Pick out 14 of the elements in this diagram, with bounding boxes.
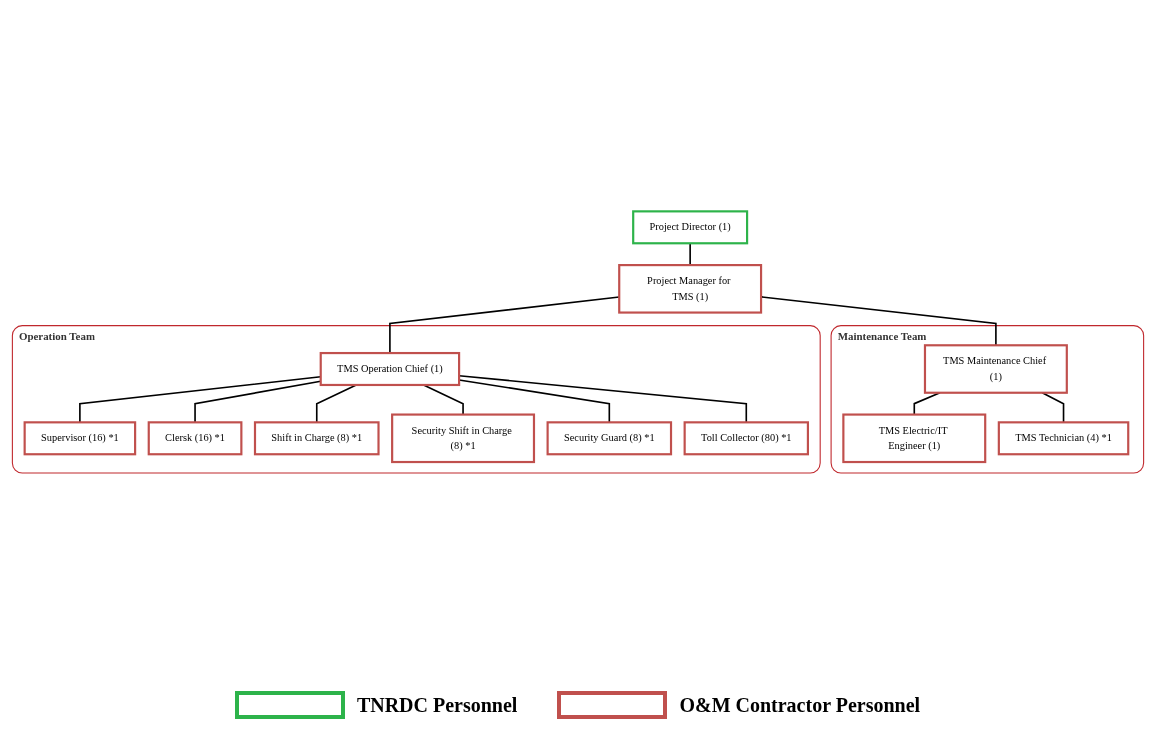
node-box: Clersk (16) *1 (147, 421, 242, 456)
legend-label: O&M Contractor Personnel (679, 693, 921, 717)
node-box: Toll Collector (80) *1 (683, 421, 809, 456)
node-box: Security Guard (8) *1 (546, 421, 672, 456)
node-box: Shift in Charge (8) *1 (253, 421, 380, 456)
node-box: TMS Electric/IT Engineer (1) (841, 413, 986, 464)
node-box: TMS Technician (4) *1 (997, 421, 1129, 456)
node-box: Security Shift in Charge (8) *1 (390, 413, 535, 464)
node-box: Project Director (1) (631, 210, 748, 245)
node-box: Project Manager for TMS (1) (617, 264, 762, 314)
legend-label: TNRDC Personnel (356, 693, 518, 717)
node-box: TMS Operation Chief (1) (319, 352, 460, 387)
node-box: TMS Maintenance Chief (1) (923, 344, 1068, 395)
node-box: Supervisor (16) *1 (23, 421, 136, 456)
